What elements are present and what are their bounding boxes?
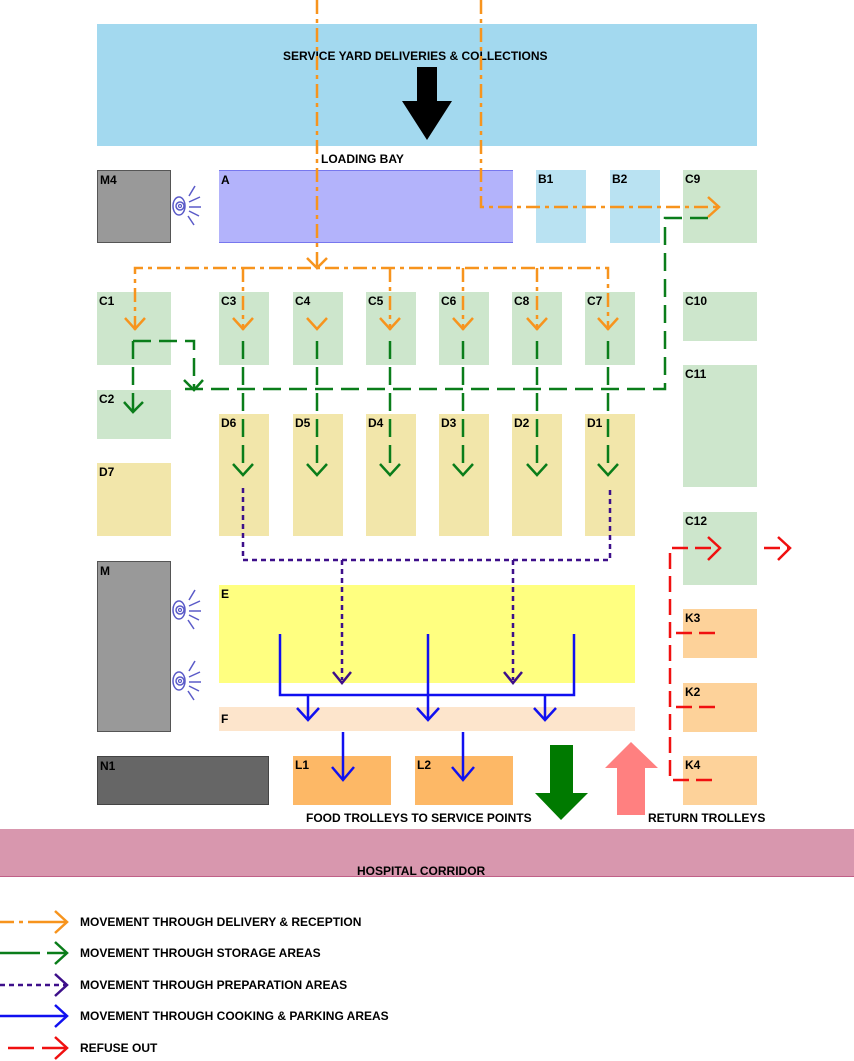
room-label: C4 xyxy=(295,294,311,308)
storage-arrowheads xyxy=(123,379,619,477)
preparation-flow xyxy=(241,488,612,680)
room-label: C7 xyxy=(587,294,603,308)
legend-item: MOVEMENT THROUGH PREPARATION AREAS xyxy=(80,978,348,992)
extract-fan-icon xyxy=(172,589,202,630)
room-a: A xyxy=(219,170,513,243)
legend-delivery-symbol xyxy=(0,910,69,934)
room-c11: C11 xyxy=(683,365,757,487)
legend-item: MOVEMENT THROUGH DELIVERY & RECEPTION xyxy=(80,915,362,929)
delivery-flow xyxy=(133,0,718,330)
room-label: A xyxy=(221,173,230,187)
room-label: C3 xyxy=(221,294,237,308)
legend-item: MOVEMENT THROUGH STORAGE AREAS xyxy=(80,946,321,960)
room-label: B1 xyxy=(538,172,554,186)
room-label: C5 xyxy=(368,294,384,308)
room-label: C1 xyxy=(99,294,115,308)
room-k2: K2 xyxy=(683,683,757,732)
room-label: D3 xyxy=(441,416,457,430)
room-label: B2 xyxy=(612,172,628,186)
corridor-label: HOSPITAL CORRIDOR xyxy=(357,864,486,878)
room-n1: N1 xyxy=(97,756,269,805)
room-label: N1 xyxy=(100,759,116,773)
delivery-big-arrow xyxy=(402,67,452,140)
room-m4: M4 xyxy=(97,170,171,243)
room-label: C11 xyxy=(685,367,707,381)
room-k3: K3 xyxy=(683,609,757,658)
room-label: F xyxy=(221,712,229,726)
food-trolleys-label: FOOD TROLLEYS TO SERVICE POINTS xyxy=(306,811,532,825)
room-k4: K4 xyxy=(683,756,757,805)
room-label: K4 xyxy=(685,758,701,772)
room-label: L2 xyxy=(417,758,432,772)
room-m: M xyxy=(97,561,171,732)
room-label: C2 xyxy=(99,392,115,406)
room-label: D5 xyxy=(295,416,311,430)
hospital-corridor xyxy=(0,829,854,877)
room-label: D7 xyxy=(99,465,115,479)
loading-bay-label: LOADING BAY xyxy=(321,152,404,166)
preparation-arrowheads xyxy=(332,671,523,685)
room-label: C6 xyxy=(441,294,457,308)
room-label: E xyxy=(221,587,230,601)
room-label: D1 xyxy=(587,416,603,430)
delivery-arrowheads xyxy=(124,196,721,331)
food-trolleys-arrow xyxy=(535,745,588,820)
room-label: D6 xyxy=(221,416,237,430)
legend-symbols xyxy=(0,910,69,1060)
cooking-flow xyxy=(278,634,576,778)
room-label: M4 xyxy=(100,173,117,187)
legend-item: MOVEMENT THROUGH COOKING & PARKING AREAS xyxy=(80,1009,389,1023)
legend-cooking-symbol xyxy=(0,1004,69,1028)
room-label: C12 xyxy=(685,514,708,528)
room-label: D4 xyxy=(368,416,384,430)
room-label: L1 xyxy=(295,758,310,772)
legend-preparation-symbol xyxy=(0,973,69,997)
legend-item: REFUSE OUT xyxy=(80,1041,158,1055)
refuse-flow xyxy=(668,546,788,782)
cooking-arrowheads xyxy=(296,707,557,782)
room-label: C10 xyxy=(685,294,708,308)
room-label: K2 xyxy=(685,685,701,699)
room-c10: C10 xyxy=(683,292,757,341)
extract-fan-icon xyxy=(172,185,202,226)
extract-fan-icon xyxy=(172,660,202,701)
room-d7: D7 xyxy=(97,463,171,536)
room-label: M xyxy=(100,564,110,578)
room-label: C9 xyxy=(685,172,701,186)
legend-refuse-symbol xyxy=(8,1036,69,1060)
return-trolleys-arrow xyxy=(605,742,658,815)
legend-storage-symbol xyxy=(0,941,69,965)
room-d1: D1 xyxy=(585,414,635,536)
room-label: D2 xyxy=(514,416,530,430)
refuse-arrowheads xyxy=(707,536,792,561)
return-trolleys-label: RETURN TROLLEYS xyxy=(648,811,766,825)
room-label: C8 xyxy=(514,294,530,308)
storage-flow xyxy=(131,216,708,470)
room-label: K3 xyxy=(685,611,701,625)
